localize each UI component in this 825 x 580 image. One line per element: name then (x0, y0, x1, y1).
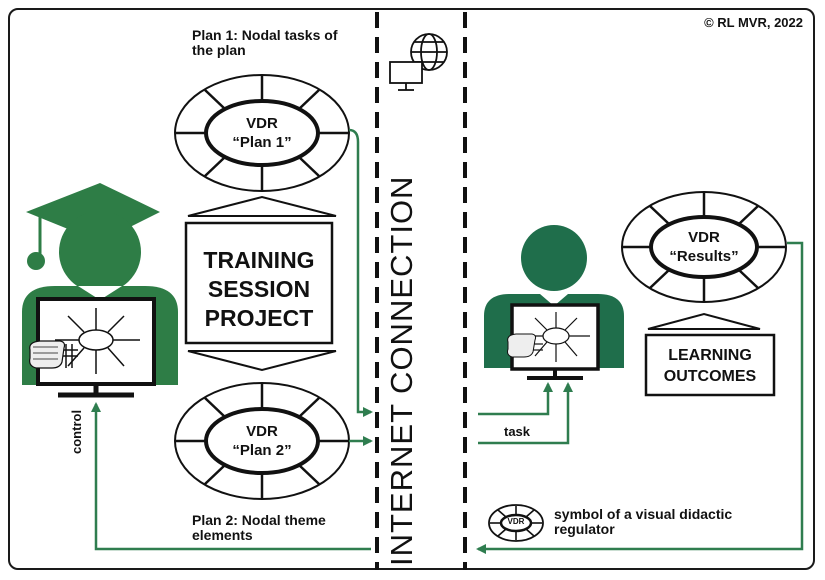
vdr-results-diagram (621, 191, 787, 303)
training-session-box (184, 195, 337, 372)
vdr-plan2-text: VDR “Plan 2” (222, 422, 302, 460)
vdr-results-line1: VDR (688, 229, 720, 246)
plan2-label: Plan 2: Nodal theme elements (192, 512, 326, 544)
flow-arrows (91, 128, 804, 554)
internet-to-student-arrow (478, 382, 553, 416)
vdr-plan2-line2: “Plan 2” (232, 442, 292, 459)
learning-line2: OUTCOMES (663, 368, 757, 385)
learning-line1: LEARNING (668, 347, 752, 364)
learning-outcomes-text: LEARNING OUTCOMES (646, 345, 774, 387)
copyright-label: © RL MVR, 2022 (704, 15, 803, 30)
vdr-results-text: VDR “Results” (662, 228, 746, 266)
plan1-to-internet-arrow (348, 128, 373, 417)
vdr-plan1-line2: “Plan 1” (232, 134, 292, 151)
vdr-plan1-diagram (174, 74, 350, 192)
teacher-icon (22, 183, 178, 398)
student-icon (484, 225, 624, 380)
internet-divider (375, 12, 467, 570)
vdr-plan2-line1: VDR (246, 423, 278, 440)
training-line3: PROJECT (204, 305, 314, 331)
vdr-symbol-label: symbol of a visual didactic regulator (554, 506, 733, 538)
vdr-symbol-text: VDR (507, 517, 525, 526)
vdr-results-line2: “Results” (669, 248, 739, 265)
control-label: control (69, 409, 84, 454)
control-arrow (91, 402, 371, 551)
vdr-plan1-text: VDR “Plan 1” (222, 114, 302, 152)
training-line2: SESSION (207, 276, 311, 302)
task-arrow (478, 382, 573, 445)
diagram-frame (8, 8, 815, 570)
globe-computer-icon (389, 33, 448, 91)
plan1-label: Plan 1: Nodal tasks of the plan (192, 27, 338, 59)
vdr-plan1-line1: VDR (246, 115, 278, 132)
training-line1: TRAINING (203, 247, 315, 273)
task-label: task (504, 424, 531, 439)
training-session-project-text: TRAINING SESSION PROJECT (186, 246, 332, 333)
results-feedback-arrow (476, 241, 804, 554)
vdr-plan2-diagram (174, 382, 350, 500)
vdr-symbol-icon (488, 504, 544, 542)
learning-outcomes-box (644, 312, 776, 397)
internet-connection-label: INTERNET CONNECTION (384, 175, 419, 566)
